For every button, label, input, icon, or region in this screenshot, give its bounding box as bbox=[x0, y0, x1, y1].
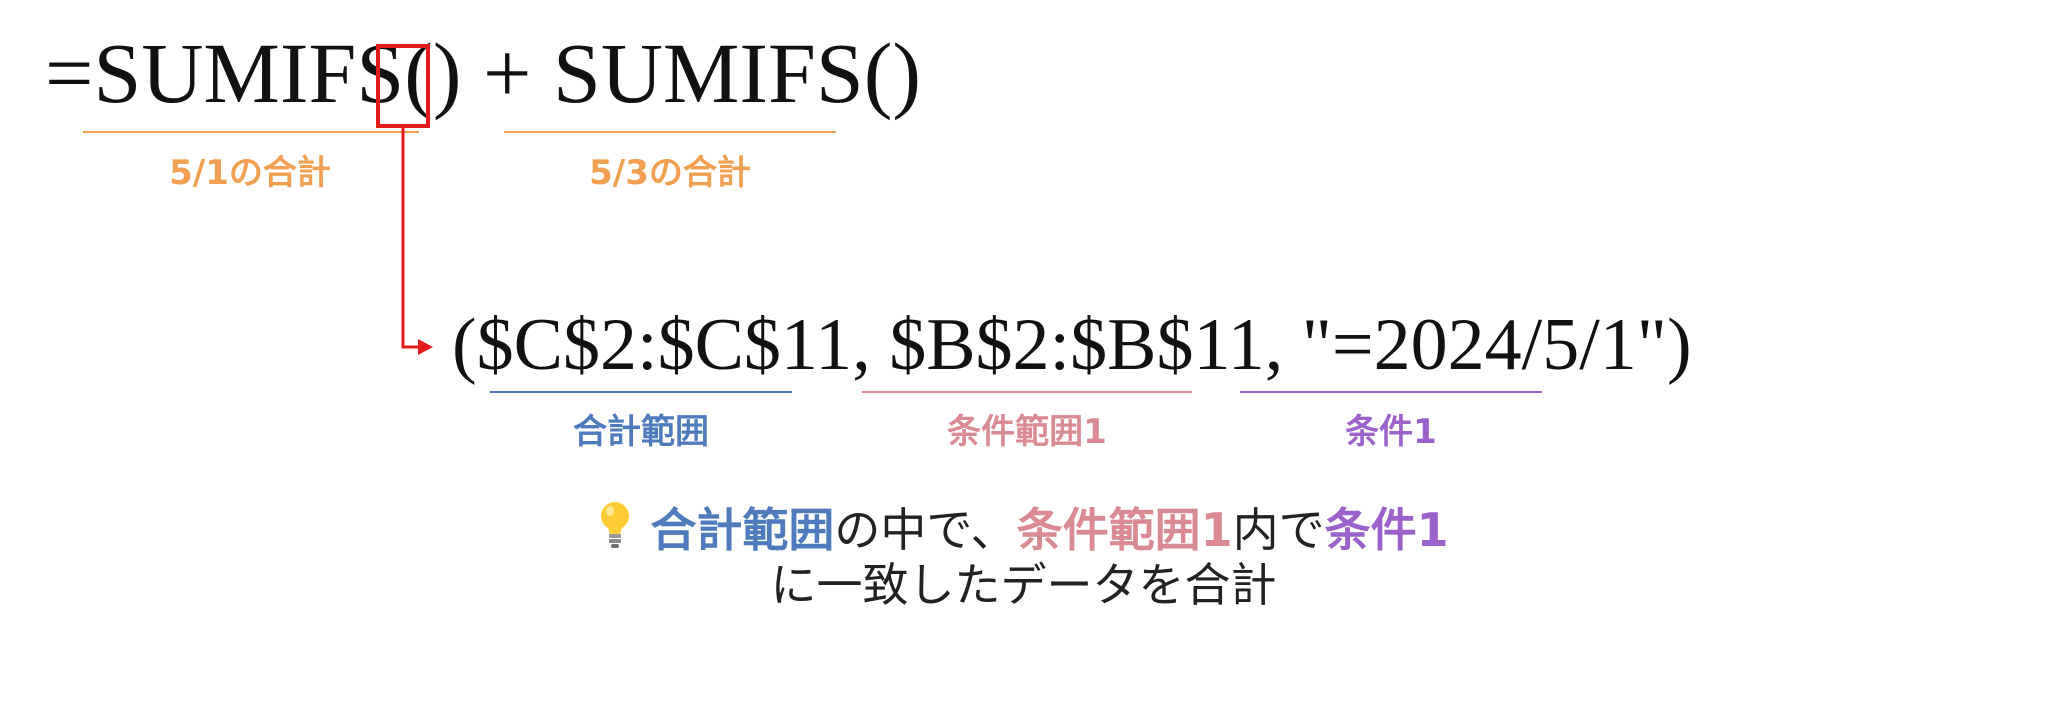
criteria-label: 条件1 bbox=[1345, 412, 1437, 452]
formula-first-label: 5/1の合計 bbox=[169, 153, 331, 193]
arg-close-paren: ) bbox=[1667, 304, 1692, 386]
arg-criteria-range: $B$2:$B$11 bbox=[889, 304, 1265, 386]
parens-highlight-box bbox=[376, 44, 430, 128]
explanation-line-2: に一致したデータを合計 bbox=[770, 558, 1277, 612]
explanation-text-2: 内で bbox=[1232, 503, 1325, 557]
formula-second-underline bbox=[504, 131, 836, 133]
formula-second: SUMIFS() bbox=[553, 25, 921, 121]
lightbulb-icon bbox=[598, 500, 632, 557]
arg-separator-1: , bbox=[852, 304, 890, 386]
arg-sum-range: $C$2:$C$11 bbox=[476, 304, 853, 386]
criteria-range-label: 条件範囲1 bbox=[947, 412, 1107, 452]
arg-open-paren: ( bbox=[452, 304, 477, 386]
formula-first-underline bbox=[83, 131, 419, 133]
formula-second-label: 5/3の合計 bbox=[589, 153, 751, 193]
arg-criteria: "=2024/5/1" bbox=[1301, 304, 1667, 386]
explanation-text-1: の中で、 bbox=[834, 503, 1017, 557]
sum-range-underline bbox=[490, 391, 792, 393]
sumifs-arguments: ($C$2:$C$11, $B$2:$B$11, "=2024/5/1") bbox=[452, 308, 1692, 382]
criteria-underline bbox=[1240, 391, 1542, 393]
arg-separator-2: , bbox=[1264, 304, 1302, 386]
explanation-line-1: 合計範囲の中で、条件範囲1内で条件1 bbox=[0, 500, 2047, 557]
formula-plus: + bbox=[461, 25, 553, 121]
criteria-range-underline bbox=[862, 391, 1192, 393]
top-formula: =SUMIFS() + SUMIFS() bbox=[45, 30, 921, 116]
formula-prefix: =SUMIFS bbox=[45, 25, 405, 121]
explanation-criteria: 条件1 bbox=[1324, 503, 1449, 557]
explanation-criteria-range: 条件範囲1 bbox=[1016, 503, 1233, 557]
explanation-sum-range: 合計範囲 bbox=[650, 503, 835, 557]
sum-range-label: 合計範囲 bbox=[573, 412, 709, 452]
